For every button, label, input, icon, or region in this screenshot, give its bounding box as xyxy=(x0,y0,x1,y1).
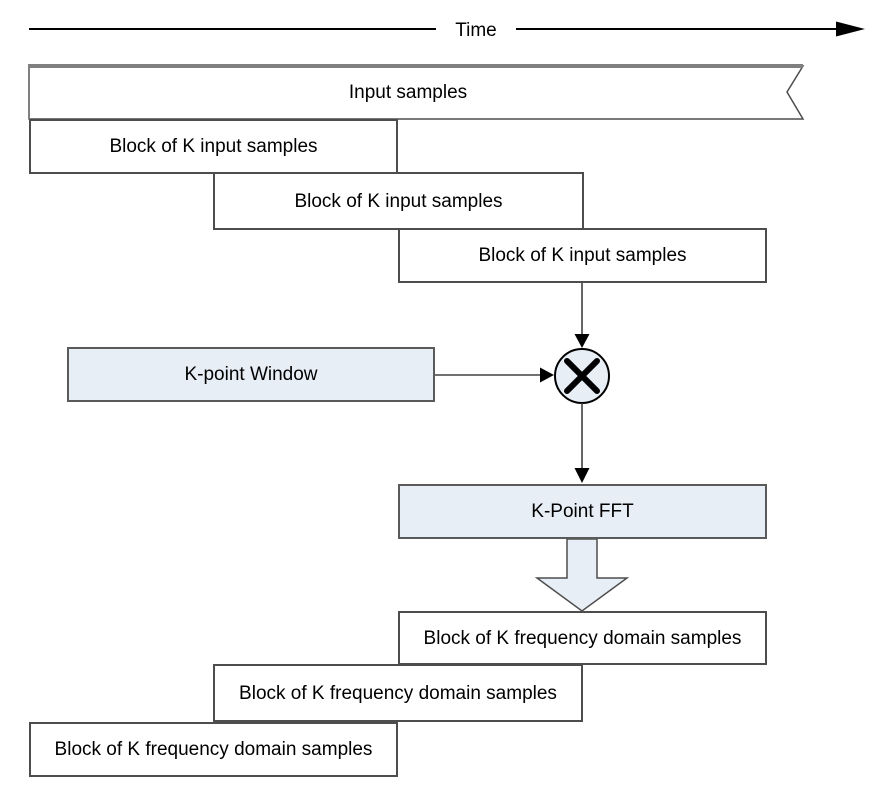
input-block-3: Block of K input samples xyxy=(398,228,767,283)
input-block-2: Block of K input samples xyxy=(213,172,584,230)
input-samples-strip xyxy=(28,64,805,120)
multiply-icon xyxy=(564,358,600,394)
time-axis-label: Time xyxy=(436,19,516,41)
block-down-arrow-icon xyxy=(534,538,630,612)
frequency-block-2: Block of K frequency domain samples xyxy=(213,664,583,722)
right-arrowhead-icon xyxy=(540,367,554,383)
multiplier-node xyxy=(554,348,610,404)
connector-window-to-multiplier xyxy=(435,367,554,383)
input-block-1: Block of K input samples xyxy=(29,119,398,174)
fft-box: K-Point FFT xyxy=(398,484,767,539)
connector-block-to-multiplier xyxy=(574,283,590,348)
down-arrowhead-icon xyxy=(574,334,590,348)
connector-multiplier-to-fft xyxy=(574,403,590,483)
right-arrow-icon xyxy=(836,21,865,37)
frequency-block-1: Block of K frequency domain samples xyxy=(398,611,767,665)
frequency-block-3: Block of K frequency domain samples xyxy=(29,722,398,777)
down-arrowhead-icon xyxy=(574,468,590,483)
time-axis xyxy=(29,21,865,37)
input-samples-label: Input samples xyxy=(348,82,468,103)
window-box: K-point Window xyxy=(67,347,435,402)
